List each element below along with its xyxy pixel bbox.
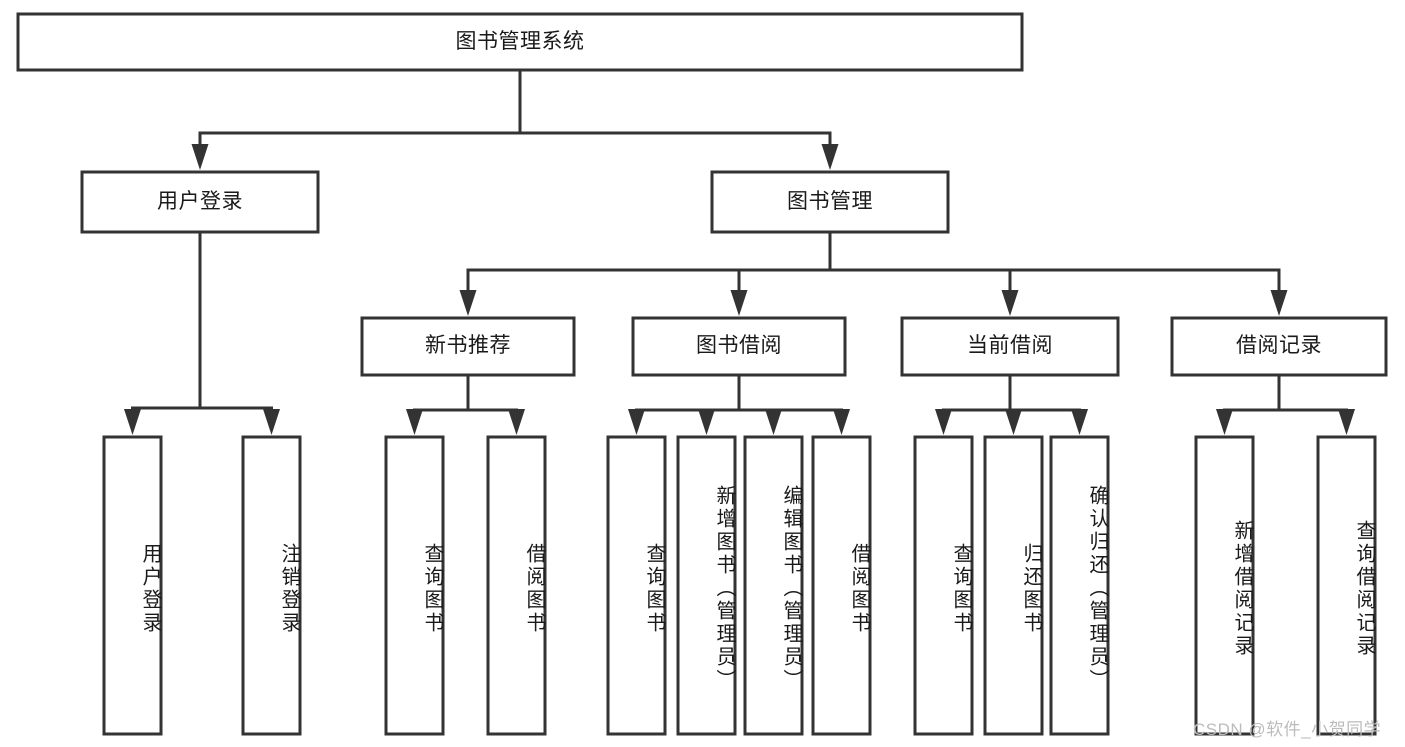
node-box-leaf-logout[interactable] — [241, 435, 302, 736]
arrow-head-icon — [263, 409, 280, 435]
node-box-leaf-borrow-book-2[interactable] — [811, 435, 872, 736]
node-box-leaf-query-book-1[interactable] — [384, 435, 445, 736]
arrow-head-icon — [124, 409, 141, 435]
arrow-head-icon — [730, 290, 748, 316]
node-box-leaf-user-login[interactable] — [102, 435, 163, 736]
node-box-leaf-confirm-return[interactable] — [1049, 435, 1110, 736]
node-box-leaf-query-record[interactable] — [1316, 435, 1377, 736]
node-box-leaf-return-book[interactable] — [983, 435, 1044, 736]
csdn-watermark: CSDN @软件_小贺同学 — [1193, 720, 1382, 739]
node-box-leaf-query-book-3[interactable] — [913, 435, 974, 736]
node-box-book-manage[interactable] — [710, 170, 950, 234]
node-box-borrow-record[interactable] — [1170, 316, 1388, 377]
arrow-head-icon — [1071, 409, 1088, 435]
node-box-current-borrow[interactable] — [900, 316, 1120, 377]
arrow-head-icon — [1338, 409, 1355, 435]
node-box-leaf-add-record[interactable] — [1194, 435, 1255, 736]
arrow-head-icon — [1270, 290, 1288, 316]
arrow-head-icon — [1001, 290, 1019, 316]
node-box-leaf-edit-book[interactable] — [743, 435, 804, 736]
node-box-new-book-rec[interactable] — [360, 316, 576, 377]
arrow-head-icon — [459, 290, 477, 316]
arrow-head-icon — [1216, 409, 1233, 435]
arrow-head-icon — [191, 144, 209, 170]
arrow-head-icon — [821, 144, 839, 170]
arrow-head-icon — [508, 409, 525, 435]
arrow-head-icon — [406, 409, 423, 435]
node-box-book-borrow[interactable] — [631, 316, 847, 377]
node-box-leaf-add-book[interactable] — [676, 435, 737, 736]
arrow-head-icon — [1005, 409, 1022, 435]
arrow-head-icon — [935, 409, 952, 435]
node-box-leaf-borrow-book-1[interactable] — [486, 435, 547, 736]
node-box-user-login[interactable] — [80, 170, 320, 234]
arrow-head-icon — [698, 409, 715, 435]
node-box-root[interactable] — [16, 12, 1024, 72]
arrow-head-icon — [833, 409, 850, 435]
node-box-leaf-query-book-2[interactable] — [606, 435, 667, 736]
arrow-head-icon — [765, 409, 782, 435]
arrow-head-icon — [628, 409, 645, 435]
